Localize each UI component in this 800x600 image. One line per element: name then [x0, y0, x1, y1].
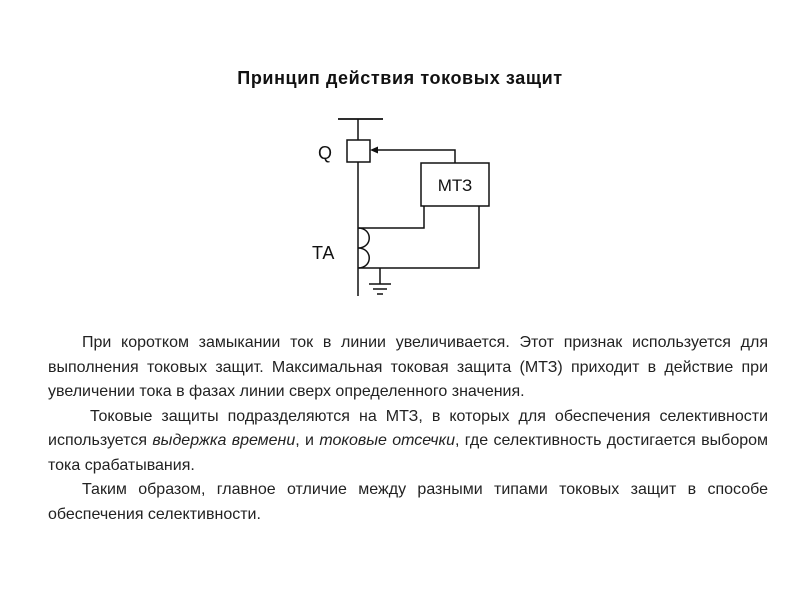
protection-circuit-diagram: Q МТЗ ТА — [312, 118, 490, 296]
ct-return-wire — [359, 206, 480, 269]
trip-arrowhead — [370, 146, 378, 154]
breaker-q — [346, 139, 371, 163]
trip-signal-wire — [372, 149, 456, 163]
slide-title: Принцип действия токовых защит — [237, 68, 563, 88]
paragraph-2-part-2: , и — [295, 432, 320, 449]
paragraph-2: Токовые защиты подразделяются на МТЗ, в … — [48, 405, 768, 479]
paragraph-2-part-3: , где селективность достигается выбором … — [48, 432, 769, 474]
paragraph-3: Таким образом, главное отличие между раз… — [48, 481, 768, 523]
paragraph-2-emphasis-time-delay: выдержка времени — [152, 432, 296, 449]
breaker-label: Q — [318, 143, 332, 163]
ct-to-relay-wire — [359, 206, 425, 229]
body-text: При коротком замыкании ток в линии увели… — [48, 331, 768, 527]
paragraph-2-part-1: Токовые защиты подразделяются на МТЗ, в … — [48, 407, 768, 450]
paragraph-2-emphasis-cutoffs: токовые отсечки — [319, 432, 455, 449]
current-transformer-coil — [357, 227, 370, 269]
ct-label: ТА — [312, 243, 334, 263]
relay-label: МТЗ — [438, 176, 473, 195]
paragraph-1: При коротком замыкании ток в линии увели… — [48, 334, 768, 400]
